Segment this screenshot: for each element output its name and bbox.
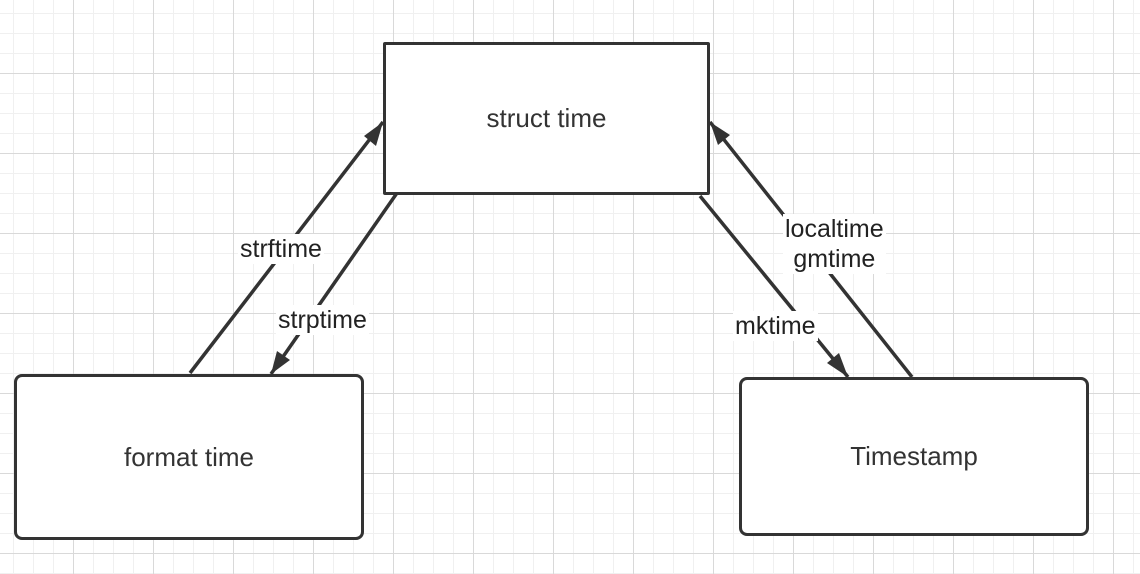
edge-strftime-arrowhead	[364, 122, 383, 146]
node-format-time-label: format time	[123, 441, 255, 472]
node-timestamp-label: Timestamp	[850, 441, 978, 471]
node-timestamp[interactable]: Timestamp	[739, 377, 1089, 536]
edge-label-gmtime: gmtime	[793, 245, 876, 273]
edge-localtime-arrowhead	[710, 122, 730, 145]
edge-label-strptime: strptime	[276, 305, 369, 335]
edge-strptime-arrow	[269, 192, 399, 375]
edge-label-strftime: strftime	[238, 234, 324, 264]
node-struct-time-label: struct time	[486, 103, 607, 133]
edge-label-mktime: mktime	[733, 311, 818, 341]
edge-mktime-arrow	[698, 194, 850, 379]
edge-label-localtime-gmtime: localtime gmtime	[783, 214, 886, 274]
edge-label-localtime: localtime	[785, 215, 884, 243]
node-struct-time[interactable]: struct time	[383, 42, 710, 195]
edge-strptime-arrowhead	[271, 351, 290, 374]
edge-mktime-arrowhead	[827, 353, 848, 377]
node-format-time[interactable]: format time	[14, 374, 364, 540]
